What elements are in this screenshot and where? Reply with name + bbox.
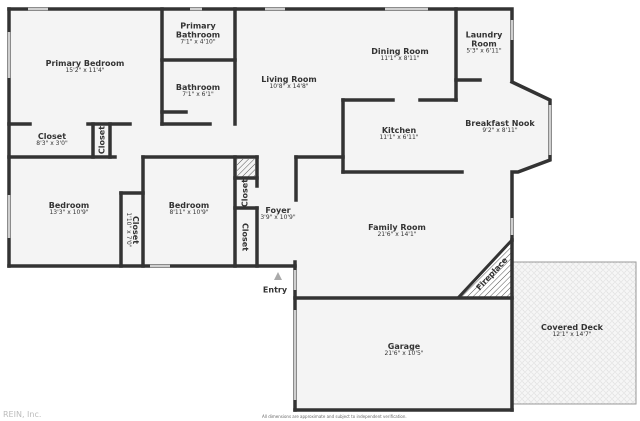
windows <box>7 7 552 400</box>
entry-label: Entry <box>262 285 288 295</box>
disclaimer: All dimensions are approximate and subje… <box>262 414 407 419</box>
covered-deck <box>511 261 637 405</box>
entry-arrow-icon <box>274 272 282 280</box>
room-closet: Closet <box>97 125 107 155</box>
chimney <box>237 159 255 177</box>
watermark: REIN, Inc. <box>3 410 42 419</box>
room-closet: Closet <box>240 222 250 252</box>
room-closet: Closet <box>240 178 250 208</box>
